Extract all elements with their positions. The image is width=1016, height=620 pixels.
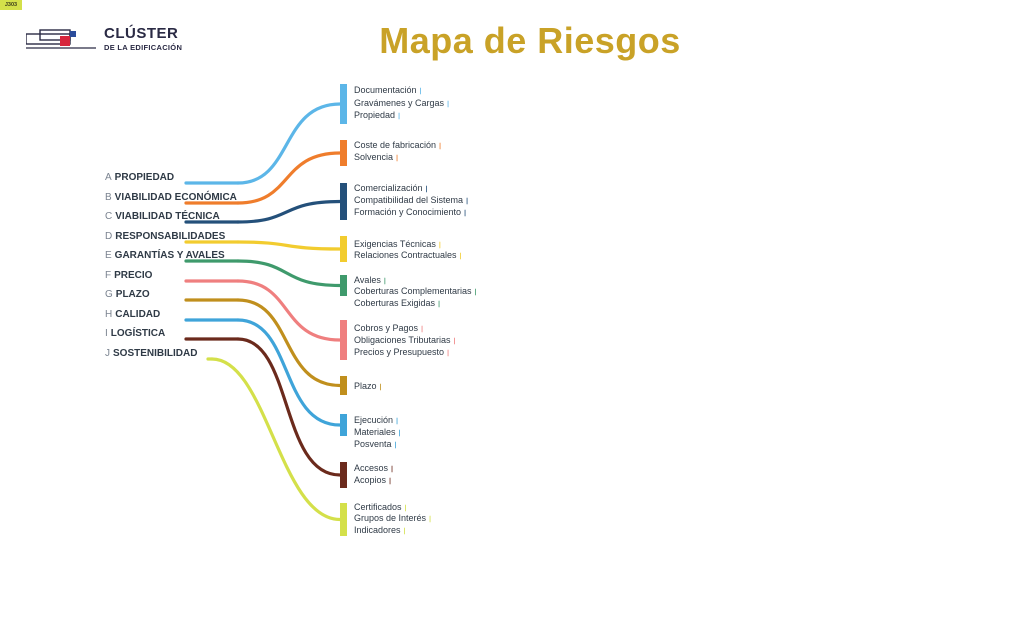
category-name: GARANTÍAS Y AVALES <box>114 250 225 261</box>
category-name: PLAZO <box>115 289 150 300</box>
category-name: SOSTENIBILIDAD <box>113 348 198 359</box>
category-bar <box>340 376 347 395</box>
subcategory-label: Formación y Conocimiento <box>354 207 462 217</box>
category-name: CALIDAD <box>115 309 161 320</box>
category-connector <box>236 240 342 251</box>
subcategory-label: Precios y Presupuesto <box>354 347 445 357</box>
logo-mark-icon <box>26 29 96 49</box>
subcategory-label: Obligaciones Tributarias <box>354 335 451 345</box>
category-connector <box>236 298 342 388</box>
subcategory-label: Posventa <box>354 439 392 449</box>
subcategory-label: Accesos <box>354 463 389 473</box>
subcategory-label: Solvencia <box>354 152 394 162</box>
subcategory-label: Compatibilidad del Sistema <box>354 195 464 205</box>
category-bar <box>340 236 347 262</box>
subcategory-label: Acopios <box>354 475 387 485</box>
subcategory-label: Plazo <box>354 381 377 391</box>
category-connector <box>236 151 342 205</box>
category-bar <box>340 140 347 166</box>
category-connector <box>236 259 342 288</box>
category-letter: I <box>105 328 108 339</box>
subcategory-label: Materiales <box>354 427 396 437</box>
page-title: Mapa de Riesgos <box>379 20 681 61</box>
category-bar <box>340 183 347 220</box>
logo: CLÚSTER DE LA EDIFICACIÓN <box>26 24 186 56</box>
subcategory-label: Relaciones Contractuales <box>354 250 457 260</box>
category-letter: G <box>105 289 113 300</box>
category-connector <box>236 337 342 477</box>
category-bar <box>340 320 347 360</box>
category-name: VIABILIDAD TÉCNICA <box>115 211 220 222</box>
category-name: RESPONSABILIDADES <box>115 231 226 242</box>
subcategory-label: Avales <box>354 275 381 285</box>
category-name: VIABILIDAD ECONÓMICA <box>114 192 237 203</box>
category-letter: H <box>105 309 113 320</box>
category-connector <box>236 199 342 224</box>
category-bar <box>340 414 347 436</box>
subcategory-label: Cobros y Pagos <box>354 323 419 333</box>
subcategory-label: Coberturas Exigidas <box>354 298 436 308</box>
logo-line-2: DE LA EDIFICACIÓN <box>104 43 183 52</box>
risk-code-box: J303 <box>0 0 22 10</box>
category-letter: E <box>105 250 112 261</box>
subcategory-label: Gravámenes y Cargas <box>354 98 445 108</box>
category-connector <box>236 318 342 427</box>
category-letter: C <box>105 211 113 222</box>
category-bar <box>340 503 347 536</box>
subcategory-label: Propiedad <box>354 110 396 120</box>
subcategory-label: Exigencias Técnicas <box>354 239 436 249</box>
category-name: PRECIO <box>114 270 153 281</box>
subcategory-label: Coberturas Complementarias <box>354 286 472 296</box>
category-letter: A <box>105 172 112 183</box>
category-name: PROPIEDAD <box>114 172 175 183</box>
category-bar <box>340 84 347 124</box>
subcategory-label: Comercialización <box>354 183 423 193</box>
subcategory-label: Certificados <box>354 502 402 512</box>
category-letter: F <box>105 270 112 281</box>
category-bar <box>340 275 347 296</box>
subcategory-label: Documentación <box>354 85 417 95</box>
category-bar <box>340 462 347 488</box>
category-letter: J <box>105 348 110 359</box>
category-connector <box>236 102 342 185</box>
subcategory-label: Grupos de Interés <box>354 513 427 523</box>
subcategory-label: Ejecución <box>354 415 394 425</box>
category-letter: B <box>105 192 112 203</box>
subcategory-label: Indicadores <box>354 525 401 535</box>
subcategory-label: Coste de fabricación <box>354 140 437 150</box>
category-name: LOGÍSTICA <box>110 328 166 339</box>
category-letter: D <box>105 231 113 242</box>
category-connector <box>236 279 342 342</box>
category-connector <box>210 357 342 522</box>
logo-line-1: CLÚSTER <box>104 25 179 42</box>
